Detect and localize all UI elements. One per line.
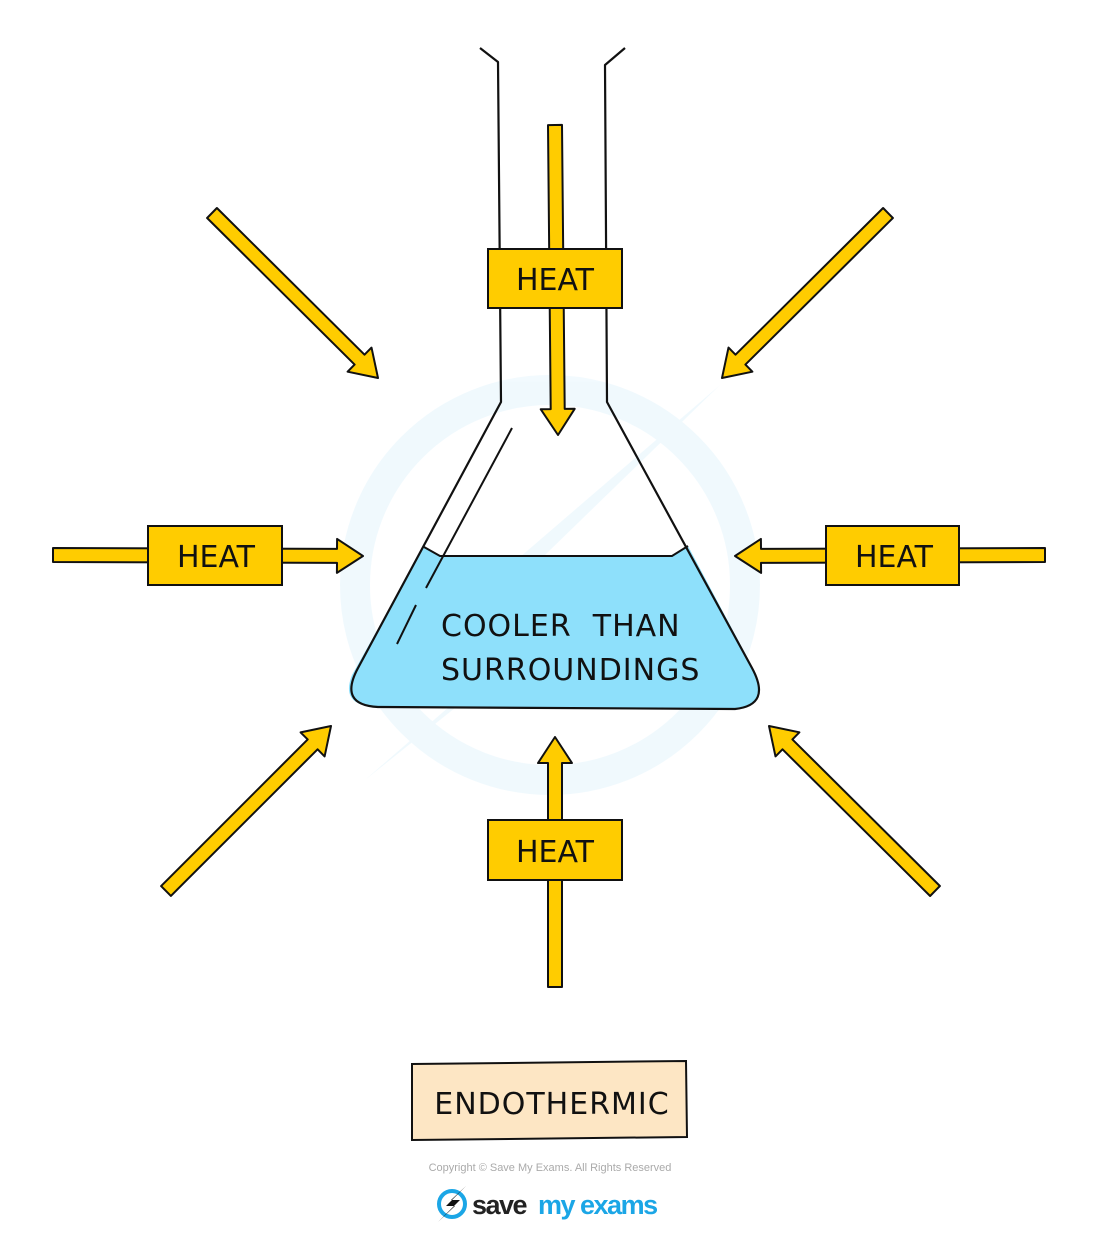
caption-text: ENDOTHERMIC bbox=[434, 1087, 669, 1122]
arrow-bottom-right-icon bbox=[768, 725, 941, 897]
flask-text-line2: SURROUNDINGS bbox=[441, 653, 700, 688]
endothermic-caption: ENDOTHERMIC bbox=[411, 1059, 689, 1142]
copyright-text: Copyright © Save My Exams. All Rights Re… bbox=[429, 1162, 672, 1174]
heat-label: HEAT bbox=[855, 540, 934, 575]
heat-box-top: HEAT bbox=[487, 248, 623, 309]
logo-word-save: save bbox=[472, 1190, 528, 1220]
heat-label: HEAT bbox=[177, 540, 256, 575]
arrow-bottom-left-icon bbox=[160, 725, 332, 897]
flask-liquid bbox=[348, 546, 760, 708]
heat-label: HEAT bbox=[516, 263, 595, 298]
save-my-exams-logo: save my exams bbox=[437, 1186, 659, 1222]
arrow-top-right-icon bbox=[721, 207, 894, 379]
heat-label: HEAT bbox=[516, 835, 595, 870]
heat-box-right: HEAT bbox=[825, 525, 960, 586]
heat-box-left: HEAT bbox=[147, 525, 283, 586]
flask-text-line1: COOLER THAN bbox=[441, 609, 681, 644]
lightning-icon bbox=[438, 1186, 466, 1222]
conical-flask bbox=[348, 47, 761, 711]
arrow-top-left-icon bbox=[206, 207, 379, 379]
heat-box-bottom: HEAT bbox=[487, 819, 623, 881]
logo-word-myexams: my exams bbox=[538, 1190, 657, 1220]
